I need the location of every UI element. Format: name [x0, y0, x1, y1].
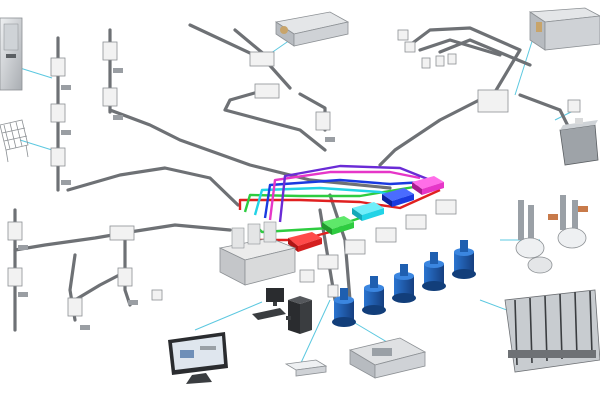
pc-tower-icon — [288, 296, 312, 334]
pump-5 — [452, 240, 476, 279]
pump-4 — [422, 252, 446, 291]
hub-magenta — [412, 176, 444, 195]
hub-green — [322, 216, 354, 235]
production-line-icon — [504, 289, 600, 373]
pump-row — [332, 240, 476, 327]
pump-1 — [332, 288, 356, 327]
monitor-icon — [168, 332, 228, 384]
pump-3 — [392, 264, 416, 303]
hub-red — [288, 232, 322, 252]
box-feet — [18, 68, 335, 330]
pump-2 — [362, 276, 386, 315]
dryer-unit-icon — [274, 11, 350, 47]
control-box-icon — [348, 337, 427, 379]
router-icon — [284, 359, 328, 377]
junction-boxes — [7, 29, 581, 317]
basket-icon — [0, 119, 29, 163]
hub-cyan — [352, 202, 384, 221]
keyboard-icon — [252, 308, 291, 320]
cabinet-icon — [0, 17, 23, 91]
hopper-icon — [559, 118, 599, 166]
dryer-unit-icon-right — [528, 7, 600, 51]
hub-blue — [382, 188, 414, 207]
central-controller — [218, 221, 297, 286]
monitor-small-icon — [266, 288, 284, 306]
mixer-machine-icon — [515, 195, 588, 274]
